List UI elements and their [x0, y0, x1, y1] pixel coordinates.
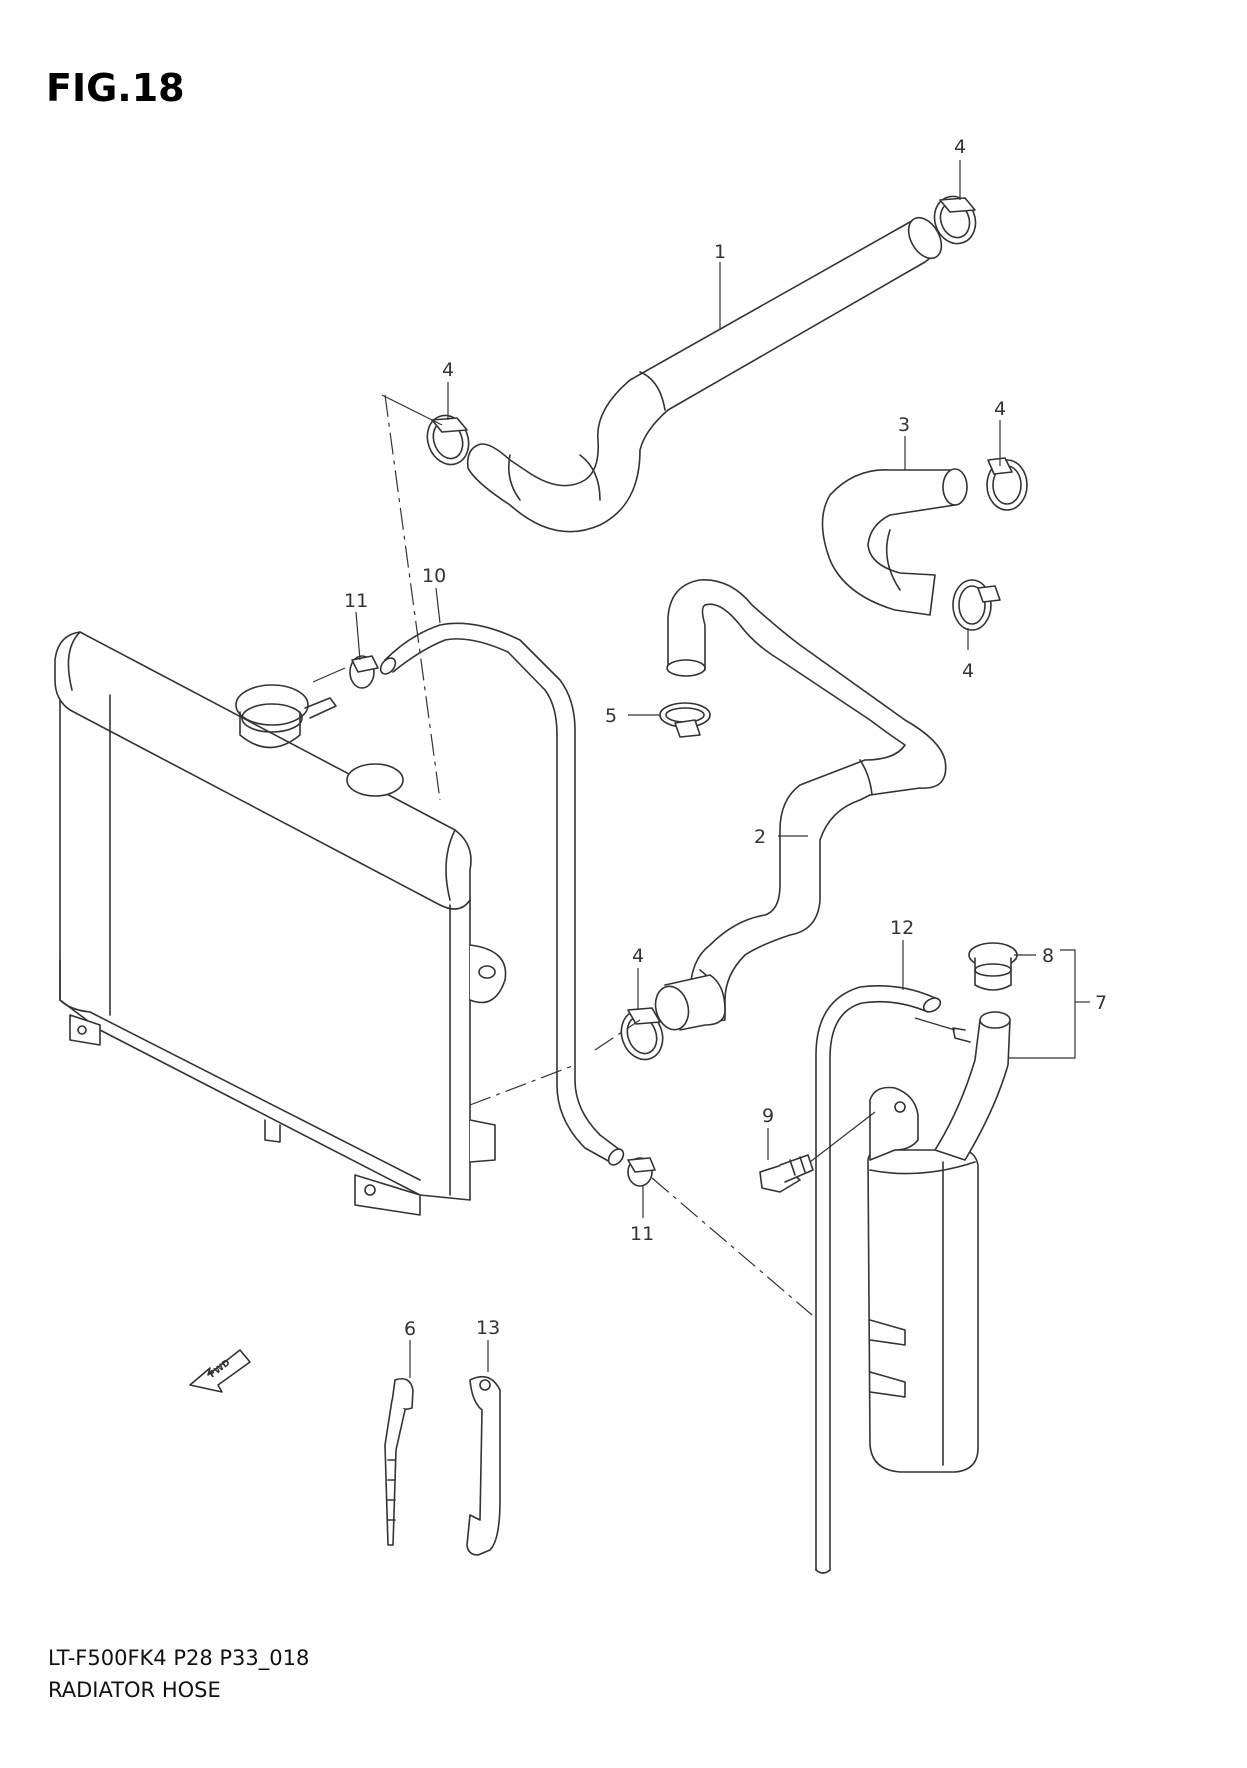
upper-radiator-hose	[466, 216, 943, 533]
reservoir-tank	[867, 1011, 1011, 1473]
hose-clamp	[426, 414, 470, 466]
callout-4: 4	[994, 398, 1006, 420]
phantom-lines	[312, 394, 956, 1316]
mounting-band	[466, 1375, 501, 1556]
reservoir-cap	[968, 942, 1018, 991]
overflow-hose-12	[815, 985, 942, 1574]
callout-11: 11	[344, 590, 368, 612]
callout-2: 2	[754, 826, 766, 848]
callout-8: 8	[1042, 945, 1054, 967]
bypass-hose	[821, 468, 968, 616]
figure-name: RADIATOR HOSE	[48, 1678, 221, 1702]
callout-11: 11	[630, 1223, 654, 1245]
callout-5: 5	[605, 705, 617, 727]
callout-6: 6	[404, 1318, 416, 1340]
breather-hose-10	[379, 622, 625, 1166]
hose-clip	[627, 1157, 656, 1187]
callout-1: 1	[714, 241, 726, 263]
callout-7: 7	[1095, 992, 1107, 1014]
callout-9: 9	[762, 1105, 774, 1127]
callout-4: 4	[962, 660, 974, 682]
hose-clamp	[986, 457, 1028, 511]
hose-clip	[349, 655, 379, 689]
callout-leaders	[355, 160, 1090, 1378]
callout-13: 13	[476, 1317, 500, 1339]
hose-clamp	[659, 702, 711, 738]
callout-10: 10	[422, 565, 446, 587]
hose-clamp	[620, 1007, 664, 1061]
hose-clamp	[952, 579, 1001, 631]
callout-3: 3	[898, 414, 910, 436]
callout-4: 4	[442, 359, 454, 381]
forward-direction-arrow: FWD	[189, 1349, 251, 1393]
bolt	[759, 1154, 814, 1193]
lower-radiator-hose	[654, 579, 947, 1031]
figure-code: LT-F500FK4 P28 P33_018	[48, 1646, 310, 1670]
cable-tie	[384, 1377, 414, 1546]
hose-clamp	[933, 195, 977, 245]
callout-4: 4	[632, 945, 644, 967]
callout-numbers: 1 4 4 3 4 4 5 2 4 10 11 11 12 8 7 9 6 13	[344, 136, 1107, 1340]
callout-4: 4	[954, 136, 966, 158]
figure-title: FIG.18	[46, 66, 185, 110]
radiator	[54, 631, 507, 1216]
callout-12: 12	[890, 917, 914, 939]
